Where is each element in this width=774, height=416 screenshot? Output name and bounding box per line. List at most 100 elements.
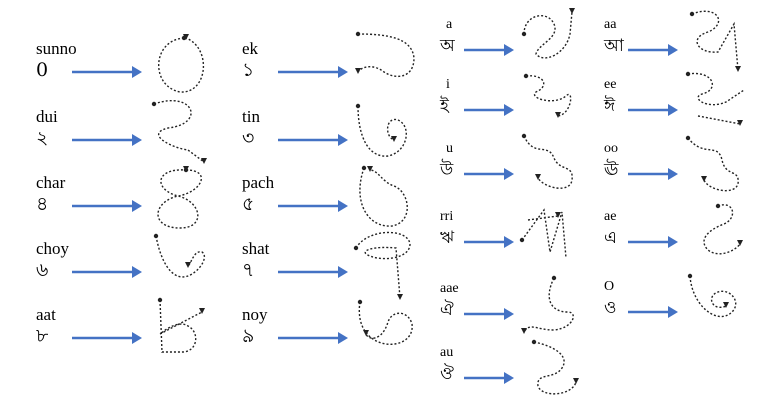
arrow-icon [464,236,514,248]
arrow-icon [628,104,678,116]
char-glyph: অ [440,36,455,56]
char-cell: shat ৭ [242,231,412,310]
char-cell: sunno 0 [36,34,206,110]
stroke-trajectory [157,297,205,353]
char-glyph: ৪ [36,193,49,215]
char-glyph: ও [604,298,617,318]
char-glyph: 0 [36,59,49,81]
char-cell: aat ৮ [36,297,206,376]
char-cell: u উ [440,133,610,212]
char-name: rri [440,209,454,224]
char-name: i [446,77,450,92]
stroke-trajectory [157,166,202,229]
stroke-trajectory [521,275,574,334]
arrow-icon [628,168,678,180]
char-cell: char ৪ [36,166,206,244]
arrow-icon [72,134,142,146]
char-glyph: ২ [36,127,49,149]
char-cell: a অ [440,8,610,88]
char-cell: oo ঊ [604,135,774,212]
stroke-trajectory [685,71,745,126]
char-glyph: ই [440,96,449,116]
arrow-icon [278,200,348,212]
character-stroke-figure: sunno 0 dui ২ char ৪ choy ৬ aat ৮ ek ১ t… [36,8,774,395]
char-glyph: ৮ [36,325,49,347]
char-cell: pach ৫ [242,165,412,244]
char-cell: i ই [440,73,610,148]
char-glyph: ৯ [242,325,255,347]
char-glyph: ৩ [242,127,255,149]
arrow-icon [72,66,142,78]
char-name: O [604,279,615,294]
char-name: u [446,141,453,156]
char-glyph: আ [604,36,624,56]
stroke-trajectory [357,299,413,345]
arrow-icon [464,168,514,180]
stroke-trajectory [359,165,408,227]
arrow-icon [464,44,514,56]
arrow-icon [464,308,514,320]
arrow-icon [628,44,678,56]
char-cell: rri ঋ [440,208,610,280]
arrow-icon [278,134,348,146]
char-glyph: ঐ [440,300,454,320]
char-glyph: ঊ [604,160,619,180]
stroke-trajectory [519,208,567,259]
arrow-icon [464,372,514,384]
char-cell: ee ঈ [604,71,774,148]
char-name: ae [604,209,617,224]
stroke-trajectory [355,103,407,157]
stroke-trajectory [521,8,575,59]
stroke-trajectory [687,273,737,318]
arrow-icon [72,200,142,212]
stroke-trajectory [703,203,743,255]
char-name: pach [242,173,275,192]
char-name: aa [604,17,617,32]
char-cell: aa আ [604,10,774,88]
char-cell: aae ঐ [440,275,610,352]
char-name: sunno [36,39,77,58]
char-cell: ek ১ [242,31,415,110]
char-name: ee [604,77,617,92]
stroke-trajectory [689,10,741,72]
arrow-icon [628,236,678,248]
char-name: dui [36,107,58,126]
char-cell: au ঔ [440,339,610,416]
char-glyph: ৬ [36,259,49,281]
char-cell: tin ৩ [242,103,412,178]
char-glyph: ঋ [440,228,455,248]
arrow-icon [464,104,514,116]
stroke-trajectory [353,231,411,300]
arrow-icon [278,66,348,78]
stroke-trajectory [355,31,415,78]
stroke-trajectory [685,135,739,192]
char-glyph: ৭ [242,259,255,281]
char-name: char [36,173,66,192]
stroke-trajectory [523,73,572,118]
char-glyph: ঈ [604,96,616,116]
stroke-trajectory [531,339,579,395]
char-name: ek [242,39,259,58]
arrow-icon [72,266,142,278]
arrow-icon [72,332,142,344]
char-name: au [440,345,454,360]
stroke-trajectory [153,233,206,278]
char-name: noy [242,305,268,324]
char-glyph: ৫ [242,193,255,215]
char-name: choy [36,239,70,258]
char-glyph: ১ [242,59,255,81]
stroke-trajectory [151,99,207,164]
char-cell: O ও [604,273,774,350]
char-name: aae [440,281,459,296]
arrow-icon [278,332,348,344]
char-name: oo [604,141,618,156]
char-glyph: উ [440,160,454,180]
stroke-trajectory [158,34,205,93]
char-cell: choy ৬ [36,233,206,310]
arrow-icon [278,266,348,278]
arrow-icon [628,306,678,318]
char-name: shat [242,239,270,258]
char-cell: noy ৯ [242,299,413,376]
stroke-trajectory [521,133,573,189]
char-name: tin [242,107,260,126]
